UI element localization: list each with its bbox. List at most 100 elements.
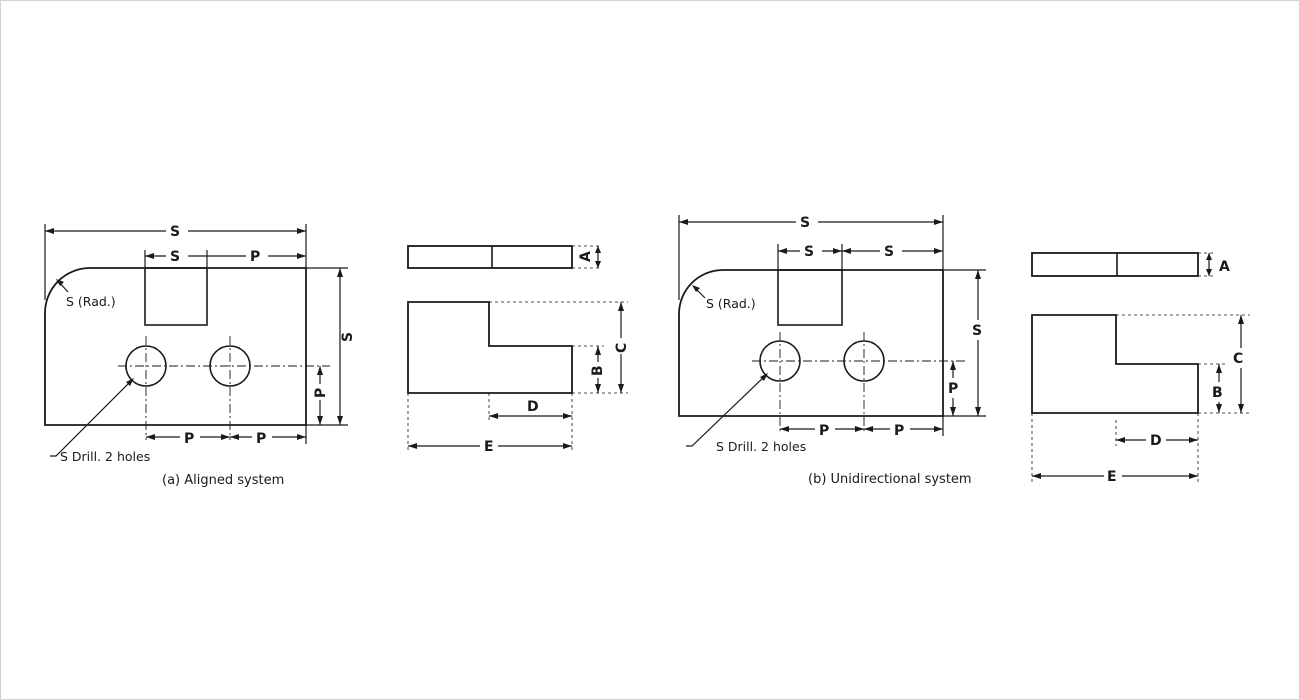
arrowhead xyxy=(760,373,768,381)
unidirectional-slot xyxy=(777,269,843,326)
arrowhead xyxy=(679,219,688,225)
aligned-side-view-outline xyxy=(407,301,573,394)
arrowhead xyxy=(317,366,323,375)
unidirectional-drill-note: S Drill. 2 holes xyxy=(716,439,806,454)
arrowhead xyxy=(230,434,239,440)
arrowhead xyxy=(126,378,134,386)
arrowhead xyxy=(595,261,601,268)
arrowhead xyxy=(595,384,601,393)
arrowhead xyxy=(950,407,956,416)
aligned-side-views: A C B D E xyxy=(407,245,630,455)
aligned-overall-width-label: S xyxy=(170,224,180,240)
arrowhead xyxy=(146,434,155,440)
label-mask xyxy=(166,247,188,265)
arrowhead xyxy=(297,253,306,259)
aligned-slot-offset-label: P xyxy=(250,249,260,265)
label-mask xyxy=(1146,431,1166,448)
aligned-drill-leader xyxy=(50,379,133,457)
arrowhead xyxy=(563,413,572,419)
arrowhead xyxy=(408,443,417,449)
unidirectional-slot-width-label: S xyxy=(804,244,814,260)
unidirectional-hole-height-label: P xyxy=(948,381,958,397)
unidirectional-overall-width-label: S xyxy=(800,215,810,231)
unidirectional-label-b: B xyxy=(1212,385,1223,401)
aligned-top-view xyxy=(407,245,573,269)
unidirectional-label-a: A xyxy=(1219,259,1230,275)
arrowhead xyxy=(56,279,64,286)
arrowhead xyxy=(489,413,498,419)
unidirectional-front-view: S S S S (Rad.) S P xyxy=(678,212,986,487)
aligned-slot xyxy=(144,267,208,326)
label-mask xyxy=(590,362,605,378)
label-mask xyxy=(1104,467,1122,484)
arrowhead xyxy=(692,285,700,292)
label-mask xyxy=(800,242,822,260)
arrowhead xyxy=(145,253,154,259)
aligned-label-c: C xyxy=(614,343,630,353)
label-mask xyxy=(1230,348,1250,368)
unidirectional-label-d: D xyxy=(1150,433,1162,449)
label-mask xyxy=(252,429,272,446)
arrowhead xyxy=(1206,269,1212,276)
arrowhead xyxy=(563,443,572,449)
aligned-plate-outline xyxy=(44,267,307,426)
arrowhead xyxy=(595,346,601,355)
arrowhead xyxy=(1189,473,1198,479)
arrowhead xyxy=(1216,364,1222,373)
label-mask xyxy=(970,320,986,340)
label-mask xyxy=(1209,382,1229,402)
arrowhead xyxy=(934,426,943,432)
unidirectional-drill-leader xyxy=(686,374,767,447)
aligned-label-b: B xyxy=(590,365,606,376)
arrowhead xyxy=(1216,404,1222,413)
unidirectional-height-label: S xyxy=(972,323,982,339)
label-mask xyxy=(312,384,328,400)
aligned-label-a: A xyxy=(578,251,594,262)
label-mask xyxy=(166,221,188,239)
arrowhead xyxy=(975,270,981,279)
aligned-slot-width-label: S xyxy=(170,249,180,265)
label-mask xyxy=(246,247,268,265)
aligned-drill-note: S Drill. 2 holes xyxy=(60,449,150,464)
unidirectional-top-view xyxy=(1031,252,1199,277)
aligned-radius-note: S (Rad.) xyxy=(66,294,116,309)
arrowhead xyxy=(934,219,943,225)
arrowhead xyxy=(221,434,230,440)
arrowhead xyxy=(842,248,851,254)
arrowhead xyxy=(864,426,873,432)
arrowhead xyxy=(618,384,624,393)
aligned-caption: (a) Aligned system xyxy=(162,473,284,488)
unidirectional-slot-offset-label: S xyxy=(884,244,894,260)
arrowhead xyxy=(934,248,943,254)
arrowhead xyxy=(1206,253,1212,260)
unidirectional-plate-outline xyxy=(678,269,944,417)
aligned-front-view: S S P S (Rad.) S P P xyxy=(44,221,356,488)
label-mask xyxy=(180,429,200,446)
arrowhead xyxy=(855,426,864,432)
arrowhead xyxy=(337,268,343,277)
arrowhead xyxy=(833,248,842,254)
arrowhead xyxy=(950,361,956,370)
arrowhead xyxy=(1238,315,1244,324)
arrowhead xyxy=(1032,473,1041,479)
unidirectional-label-c: C xyxy=(1233,351,1243,367)
arrowhead xyxy=(297,228,306,234)
arrowhead xyxy=(337,416,343,425)
label-mask xyxy=(480,437,498,454)
arrowhead xyxy=(780,426,789,432)
arrowhead xyxy=(297,434,306,440)
label-mask xyxy=(815,421,835,438)
arrowhead xyxy=(1189,437,1198,443)
unidirectional-label-e: E xyxy=(1107,469,1117,485)
arrowhead xyxy=(618,302,624,311)
label-mask xyxy=(890,421,910,438)
label-mask xyxy=(614,338,629,354)
arrowhead xyxy=(317,416,323,425)
unidirectional-hole-spacing-2-label: P xyxy=(894,423,904,439)
aligned-hole-spacing-2-label: P xyxy=(256,431,266,447)
unidirectional-caption: (b) Unidirectional system xyxy=(808,472,972,487)
arrowhead xyxy=(1238,404,1244,413)
label-mask xyxy=(796,212,818,230)
